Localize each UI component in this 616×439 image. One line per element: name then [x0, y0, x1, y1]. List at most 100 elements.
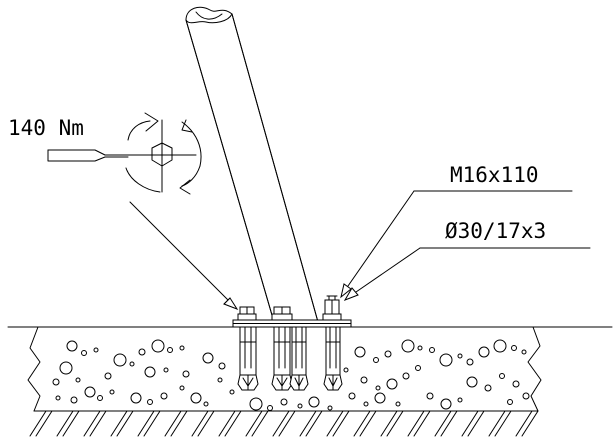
aggregate-pebble — [66, 340, 78, 352]
post-break-curve — [195, 11, 223, 20]
aggregate-pebble — [308, 396, 320, 408]
aggregate-pebble — [466, 358, 474, 366]
nut-right — [322, 295, 342, 321]
aggregate-pebble — [267, 405, 273, 411]
nut-left — [237, 306, 257, 321]
aggregate-pebble — [138, 348, 146, 356]
aggregate-pebble — [493, 339, 507, 353]
aggregate-pebble — [109, 389, 115, 395]
aggregate-pebble — [327, 405, 333, 411]
aggregate-pebble — [97, 395, 103, 401]
aggregate-pebble — [343, 367, 349, 373]
soil-hatching — [29, 410, 539, 437]
aggregate-pebble — [348, 392, 356, 400]
aggregate-pebble — [81, 350, 87, 356]
aggregate-pebble — [179, 385, 185, 391]
aggregate-pebble — [386, 378, 398, 390]
aggregate-pebble — [297, 403, 303, 409]
bolt-size-label: M16x110 — [450, 163, 539, 187]
aggregate-pebble — [395, 401, 401, 407]
hatch-mark — [218, 410, 242, 437]
aggregate-pebble — [512, 380, 520, 388]
hatch-mark — [272, 410, 296, 437]
aggregate-pebble — [374, 392, 386, 404]
aggregate-pebble — [75, 377, 81, 383]
aggregate-pebble — [373, 357, 379, 363]
anchor-bolt — [323, 326, 343, 391]
aggregate-pebble — [484, 384, 492, 392]
aggregate-pebble — [478, 346, 490, 358]
right-break-edge — [527, 326, 542, 412]
aggregate-pebble — [354, 346, 366, 358]
aggregate-pebble — [182, 370, 190, 378]
anchor-bolts — [237, 326, 343, 391]
hatch-mark — [245, 410, 269, 437]
leader-bolt — [340, 190, 573, 299]
aggregate-pebble — [202, 352, 214, 364]
aggregate-pebble — [129, 361, 135, 367]
aggregate-pebble — [167, 347, 173, 353]
hatch-mark — [191, 410, 215, 437]
post-left-edge — [185, 19, 275, 323]
aggregate-pebble — [113, 353, 127, 367]
hatch-mark — [353, 410, 377, 437]
post-break-symbol — [185, 6, 233, 24]
hatch-mark — [137, 410, 161, 437]
concrete-aggregate — [52, 339, 530, 411]
aggregate-pebble — [439, 353, 453, 367]
aggregate-pebble — [402, 372, 410, 380]
aggregate-pebble — [203, 401, 209, 407]
hatch-mark — [407, 410, 431, 437]
aggregate-pebble — [151, 339, 165, 353]
wrench-handle-top — [47, 149, 106, 156]
hatch-mark — [515, 410, 539, 437]
rotation-arc-right — [181, 121, 202, 167]
aggregate-pebble — [522, 392, 530, 400]
aggregate-pebble — [160, 392, 168, 400]
post-right-edge — [231, 13, 319, 323]
anchor-bolt — [237, 326, 259, 391]
hatch-mark — [110, 410, 134, 437]
aggregate-pebble — [52, 378, 60, 386]
aggregate-pebble — [104, 372, 112, 380]
hatch-mark — [299, 410, 323, 437]
aggregate-pebble — [417, 345, 423, 351]
tilted-post — [185, 6, 319, 323]
aggregate-pebble — [426, 392, 434, 400]
aggregate-pebble — [163, 367, 169, 373]
torque-label: 140 Nm — [8, 116, 84, 140]
aggregate-pebble — [280, 398, 288, 406]
aggregate-pebble — [144, 366, 156, 378]
wrench-handle-bottom — [47, 149, 129, 162]
anchor-bolt — [271, 326, 293, 391]
aggregate-pebble — [440, 398, 452, 410]
nut-center — [271, 306, 293, 321]
hatch-mark — [488, 410, 512, 437]
aggregate-pebble — [499, 373, 505, 379]
aggregate-pebble — [55, 395, 61, 401]
aggregate-pebble — [59, 361, 73, 375]
aggregate-pebble — [401, 339, 415, 353]
base-plate — [232, 319, 352, 328]
aggregate-pebble — [93, 347, 99, 353]
aggregate-pebble — [457, 397, 463, 403]
hatch-mark — [434, 410, 458, 437]
leader-torque — [129, 201, 239, 311]
hatch-mark — [380, 410, 404, 437]
aggregate-pebble — [179, 345, 185, 351]
rotation-arc-lower-left — [125, 167, 161, 193]
leader-washer — [343, 247, 591, 301]
aggregate-pebble — [375, 385, 381, 391]
aggregate-pebble — [384, 350, 392, 358]
hatch-mark — [56, 410, 80, 437]
concrete-foundation — [7, 326, 613, 437]
anchor-bolt — [289, 326, 309, 391]
rotation-arrow-head-top — [144, 112, 159, 132]
torque-wrench-symbol — [47, 112, 202, 195]
hatch-mark — [461, 410, 485, 437]
aggregate-pebble — [466, 376, 478, 388]
aggregate-pebble — [507, 399, 513, 405]
aggregate-pebble — [457, 353, 463, 359]
aggregate-pebble — [511, 345, 517, 351]
hatch-mark — [326, 410, 350, 437]
